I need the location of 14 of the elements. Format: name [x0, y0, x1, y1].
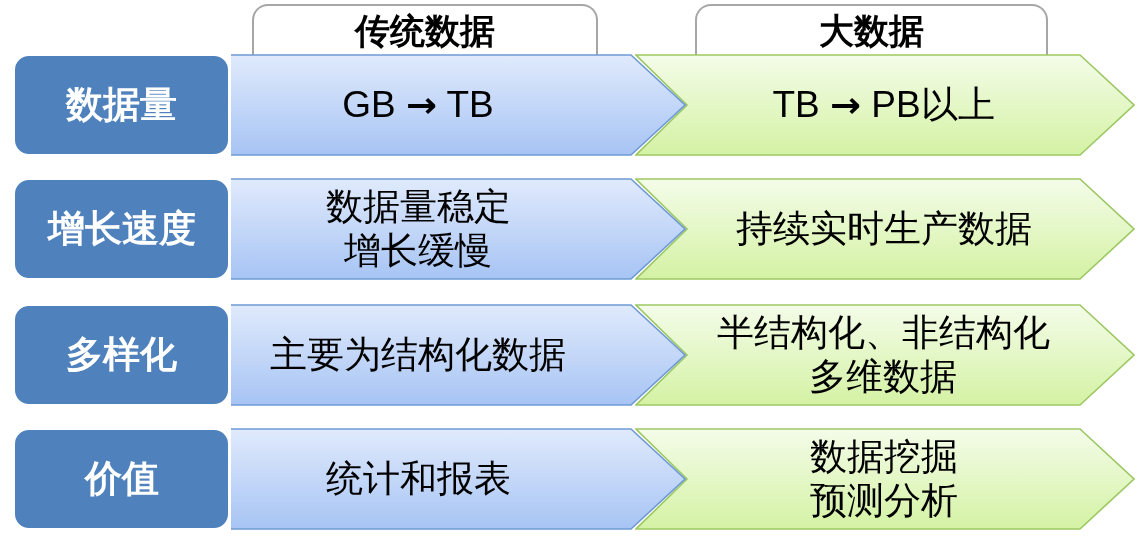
chevron-banner: 数据量稳定增长缓慢: [231, 178, 686, 280]
row-label: 多样化: [12, 303, 231, 407]
chevron-banner: 持续实时生产数据: [635, 178, 1135, 280]
column-header-tab: 大数据: [695, 4, 1048, 55]
chevron-banner: 半结构化、非结构化多维数据: [635, 304, 1135, 406]
chevron-banner: 数据挖掘预测分析: [635, 428, 1135, 530]
chevron-banner: 主要为结构化数据: [231, 304, 686, 406]
chevron-banner: TB → PB以上: [635, 54, 1135, 156]
column-header-tab: 传统数据: [252, 4, 598, 55]
row-label: 数据量: [12, 53, 231, 157]
chevron-banner: 统计和报表: [231, 428, 686, 530]
row-label: 增长速度: [12, 177, 231, 281]
row-label: 价值: [12, 427, 231, 531]
chevron-banner: GB → TB: [231, 54, 686, 156]
